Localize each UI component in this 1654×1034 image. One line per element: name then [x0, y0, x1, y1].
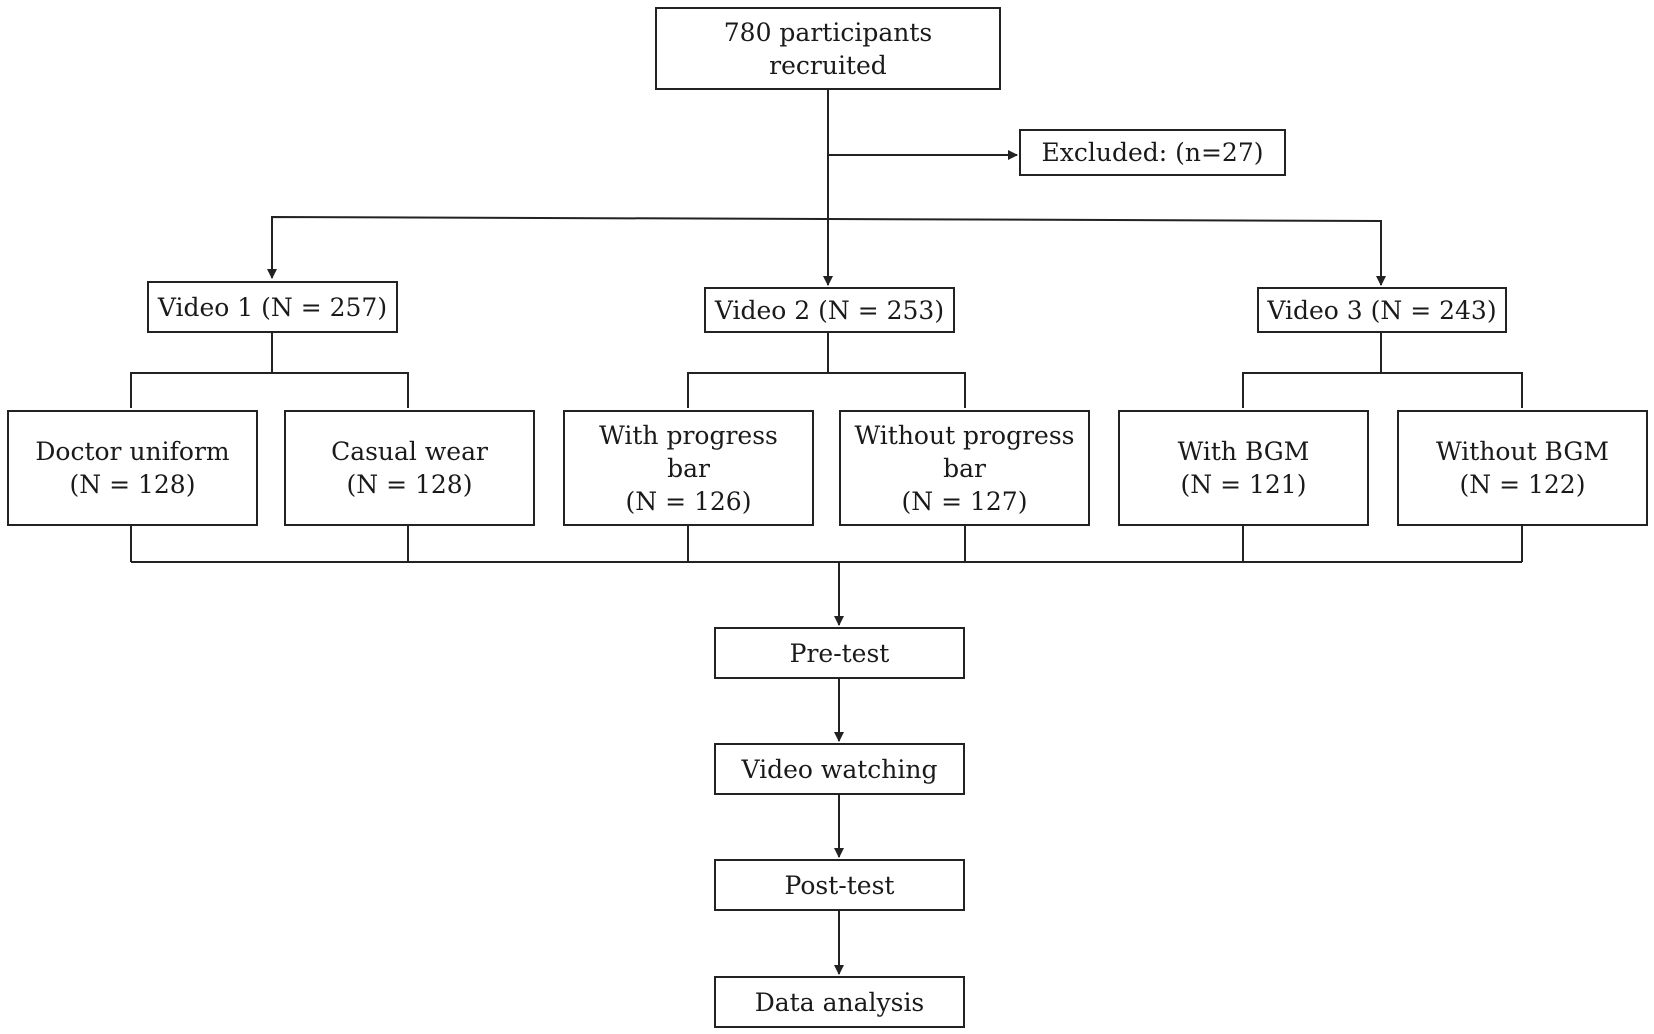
with-bgm-label: With BGM (N = 121) — [1177, 437, 1310, 499]
post-test-box: Post-test — [714, 859, 965, 911]
without-bgm-label: Without BGM (N = 122) — [1436, 437, 1609, 499]
with-progress-bar-box: With progress bar (N = 126) — [563, 410, 814, 526]
post-test-label: Post-test — [784, 870, 895, 900]
branch-video2 — [687, 372, 966, 408]
without-progress-bar-label: Without progress bar (N = 127) — [854, 420, 1075, 516]
data-analysis-label: Data analysis — [754, 987, 925, 1017]
pre-test-box: Pre-test — [714, 627, 965, 679]
with-progress-bar-label: With progress bar (N = 126) — [599, 420, 778, 516]
excluded-label: Excluded: (n=27) — [1041, 138, 1264, 167]
without-progress-bar-box: Without progress bar (N = 127) — [839, 410, 1090, 526]
video-watching-label: Video watching — [741, 754, 938, 784]
recruited-label: 780 participants recruited — [723, 17, 933, 80]
casual-wear-box: Casual wear (N = 128) — [284, 410, 535, 526]
without-bgm-box: Without BGM (N = 122) — [1397, 410, 1648, 526]
with-bgm-box: With BGM (N = 121) — [1118, 410, 1369, 526]
branch-video1 — [130, 372, 409, 408]
video3-label: Video 3 (N = 243) — [1267, 295, 1497, 325]
video3-box: Video 3 (N = 243) — [1257, 287, 1507, 333]
video2-box: Video 2 (N = 253) — [704, 287, 955, 333]
excluded-box: Excluded: (n=27) — [1019, 129, 1286, 176]
branch-video3 — [1242, 372, 1523, 408]
video2-label: Video 2 (N = 253) — [714, 295, 945, 325]
data-analysis-box: Data analysis — [714, 976, 965, 1028]
pre-test-label: Pre-test — [789, 638, 890, 668]
video1-label: Video 1 (N = 257) — [157, 292, 388, 322]
casual-wear-label: Casual wear (N = 128) — [331, 437, 488, 499]
video1-box: Video 1 (N = 257) — [147, 281, 398, 333]
split-line-videos — [271, 215, 1386, 286]
doctor-uniform-label: Doctor uniform (N = 128) — [35, 437, 230, 499]
recruited-box: 780 participants recruited — [655, 7, 1001, 90]
video-watching-box: Video watching — [714, 743, 965, 795]
doctor-uniform-box: Doctor uniform (N = 128) — [7, 410, 258, 526]
